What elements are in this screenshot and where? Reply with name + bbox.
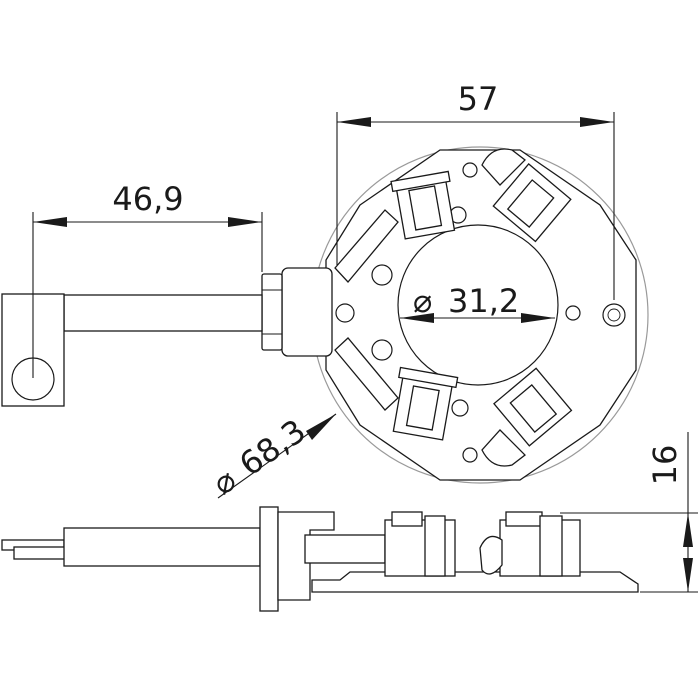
hole-top-1	[462, 162, 478, 178]
top-view	[1, 146, 649, 484]
cable-grommet	[261, 273, 283, 351]
brush-holder-bottom-left	[392, 366, 459, 441]
brush-holder-top-left	[390, 170, 456, 240]
brush-holder-top-right	[481, 148, 572, 243]
dim-overall-width: 57	[336, 80, 615, 300]
dim-inner-diameter-symbol: ⌀	[413, 282, 432, 320]
hole-ll	[371, 339, 393, 361]
dim-outer-diameter-label: 68,3	[232, 412, 312, 484]
wire-lower	[334, 337, 399, 411]
hole-small-right	[565, 305, 581, 321]
dim-lead-length: 46,9	[32, 180, 263, 378]
side-view	[1, 506, 639, 612]
hole-ul	[371, 264, 393, 286]
side-rod	[304, 534, 386, 564]
dim-overall-width-label: 57	[458, 80, 499, 118]
mount-hole-left	[335, 303, 355, 323]
cable	[63, 294, 263, 332]
side-base-plate	[311, 571, 639, 593]
dim-inner-diameter: ⌀ 31,2	[400, 282, 555, 323]
dim-inner-diameter-label: 31,2	[448, 282, 519, 320]
dim-height: 16	[560, 432, 698, 593]
dim-lead-length-label: 46,9	[112, 180, 183, 218]
brush-holder-bottom-right	[481, 367, 573, 467]
mount-hole-right	[602, 303, 626, 327]
commutator-opening	[397, 224, 559, 386]
hole-bottom-2	[451, 399, 469, 417]
side-holder-right	[479, 511, 581, 577]
wire-upper	[334, 209, 399, 283]
dim-outer-diameter: ⌀ 68,3	[205, 412, 337, 503]
side-grommet	[259, 506, 279, 612]
hole-bottom-1	[462, 447, 478, 463]
side-cable	[63, 527, 261, 567]
side-holder-left	[384, 511, 456, 577]
cable-clamp	[281, 267, 333, 357]
dim-outer-diameter-symbol: ⌀	[205, 460, 243, 502]
mount-hole-right-inner	[607, 308, 621, 322]
dim-height-label: 16	[646, 445, 684, 486]
